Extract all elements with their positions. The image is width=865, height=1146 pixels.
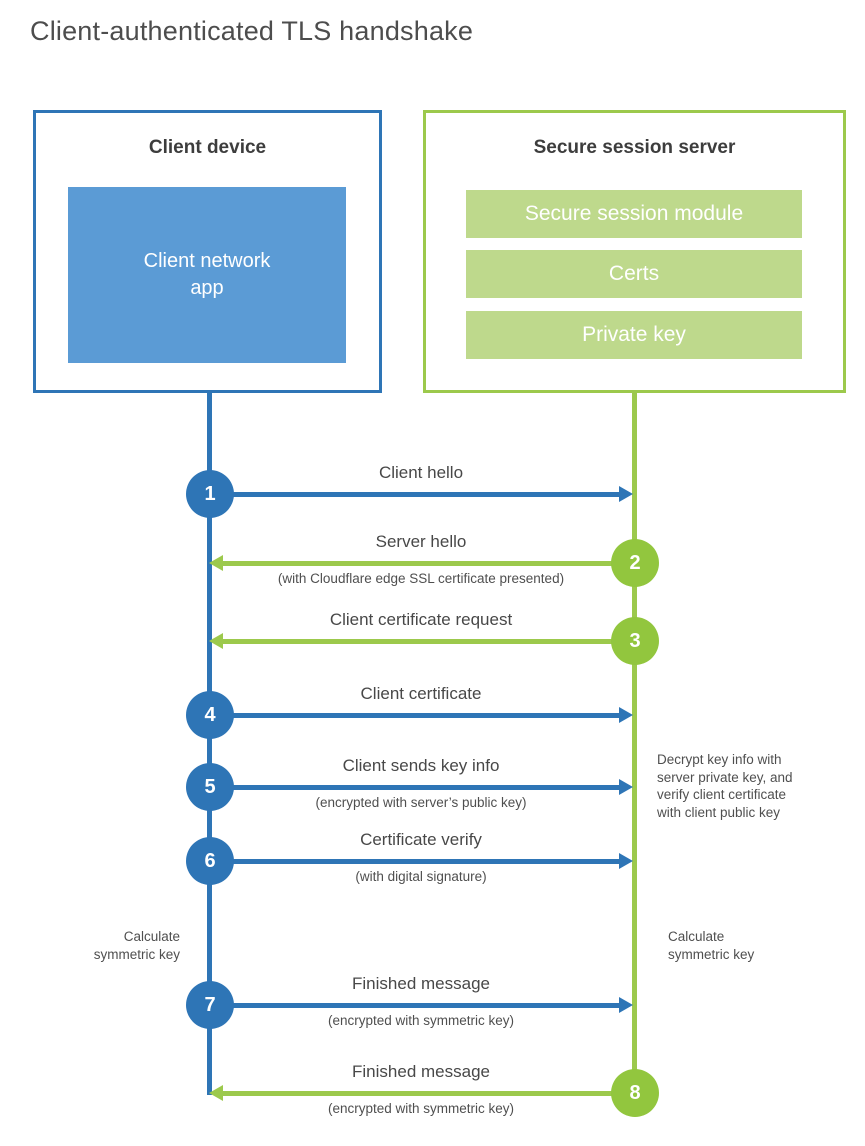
- arrow-server-to-client: [209, 1085, 633, 1102]
- step-badge: 1: [186, 470, 234, 518]
- arrowhead-icon: [619, 486, 633, 502]
- arrow-shaft: [220, 639, 633, 644]
- step-badge: 6: [186, 837, 234, 885]
- client-lifeline: [207, 393, 212, 1095]
- server-module-private-key: Private key: [466, 311, 802, 359]
- message-note: (with Cloudflare edge SSL certificate pr…: [277, 571, 565, 586]
- step-badge: 3: [611, 617, 659, 665]
- calculate-symmetric-key-note-server: Calculate symmetric key: [668, 929, 755, 962]
- decrypt-key-info-note: Decrypt key info with server private key…: [657, 752, 793, 820]
- page-title: Client-authenticated TLS handshake: [30, 16, 474, 46]
- step-badge: 8: [611, 1069, 659, 1117]
- step-badge: 2: [611, 539, 659, 587]
- arrow-client-to-server: [209, 997, 633, 1014]
- arrowhead-icon: [619, 853, 633, 869]
- calculate-symmetric-key-note-client: Calculate symmetric key: [93, 929, 180, 962]
- message-label: Client certificate: [360, 684, 482, 703]
- arrow-shaft: [209, 859, 622, 864]
- step-badge: 5: [186, 763, 234, 811]
- arrow-server-to-client: [209, 555, 633, 572]
- message-note: (with digital signature): [355, 869, 487, 884]
- message-label: Finished message: [352, 974, 490, 993]
- client-network-app-box: Client network app: [68, 187, 346, 363]
- arrow-client-to-server: [209, 707, 633, 724]
- arrowhead-icon: [209, 555, 223, 571]
- arrow-shaft: [209, 492, 622, 497]
- step-badge: 4: [186, 691, 234, 739]
- message-label: Client certificate request: [329, 610, 513, 629]
- arrowhead-icon: [619, 707, 633, 723]
- arrow-shaft: [209, 785, 622, 790]
- arrow-shaft: [220, 561, 633, 566]
- arrow-shaft: [209, 713, 622, 718]
- arrow-client-to-server: [209, 486, 633, 503]
- arrowhead-icon: [209, 633, 223, 649]
- secure-session-server-title: Secure session server: [533, 137, 736, 158]
- message-note: (encrypted with symmetric key): [327, 1013, 515, 1028]
- arrowhead-icon: [619, 997, 633, 1013]
- secure-session-server-box: Secure session server Secure session mod…: [423, 110, 846, 393]
- message-label: Server hello: [375, 532, 467, 551]
- message-note: (encrypted with server’s public key): [315, 795, 527, 810]
- server-module-certs: Certs: [466, 250, 802, 298]
- arrow-shaft: [209, 1003, 622, 1008]
- message-label: Client hello: [378, 463, 464, 482]
- server-lifeline: [632, 393, 637, 1095]
- arrow-client-to-server: [209, 779, 633, 796]
- client-device-title: Client device: [148, 137, 267, 158]
- server-module-secure-session-module: Secure session module: [466, 190, 802, 238]
- arrow-server-to-client: [209, 633, 633, 650]
- step-badge: 7: [186, 981, 234, 1029]
- message-note: (encrypted with symmetric key): [327, 1101, 515, 1116]
- client-device-box: Client device Client network app: [33, 110, 382, 393]
- message-label: Finished message: [352, 1062, 490, 1081]
- message-label: Client sends key info: [342, 756, 500, 775]
- arrowhead-icon: [209, 1085, 223, 1101]
- message-label: Certificate verify: [360, 830, 482, 849]
- arrowhead-icon: [619, 779, 633, 795]
- arrow-shaft: [220, 1091, 633, 1096]
- arrow-client-to-server: [209, 853, 633, 870]
